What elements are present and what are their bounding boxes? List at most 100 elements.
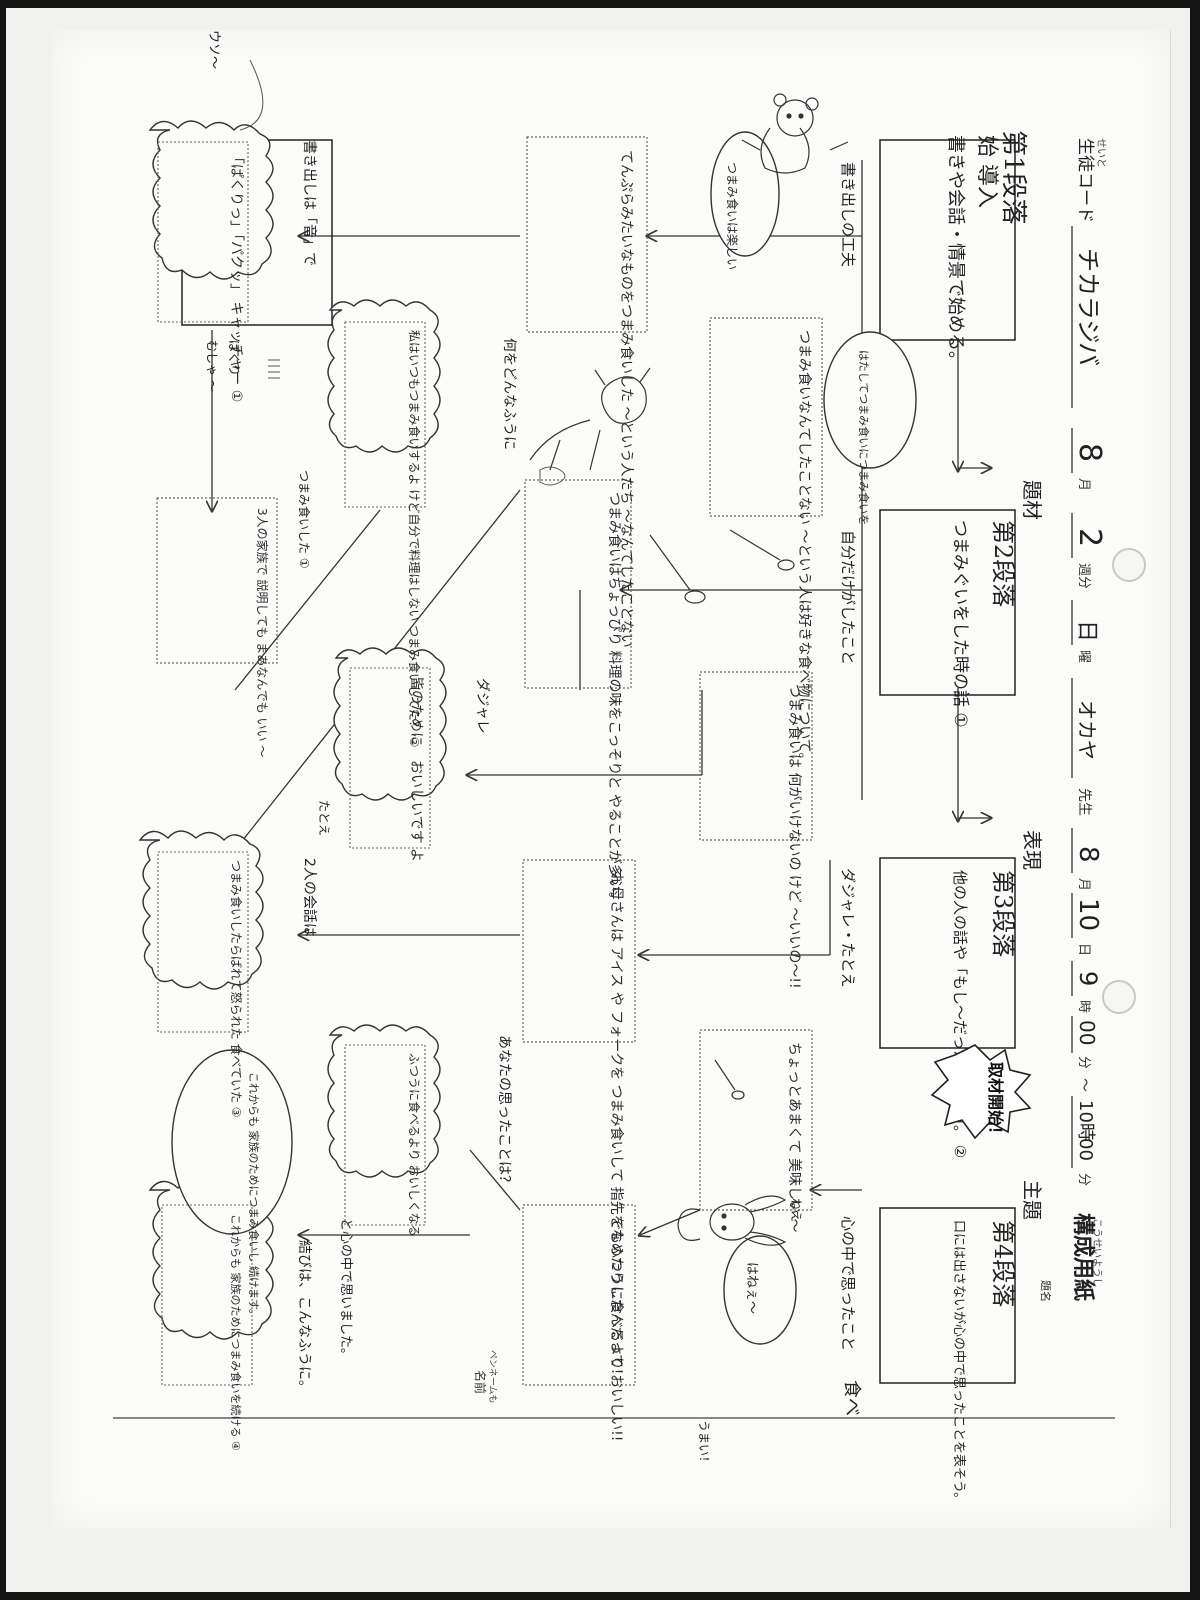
paper-title: 構成用紙 bbox=[1070, 1213, 1096, 1301]
cloud-1-text: 「ぱくりっ」「パクッ」 キャッチャー ① bbox=[228, 150, 244, 402]
cloud-5-text: ふつうに食べるより おいしくなる bbox=[407, 1053, 422, 1237]
branch-labels: 書き出しの工夫 自分だけがしたこと ダジャレ・たとえ 心の中で思ったこと bbox=[839, 162, 857, 1351]
week-value: 2 bbox=[1072, 528, 1107, 547]
teacher-value: オカヤ bbox=[1075, 700, 1099, 760]
cue-11: ぱくり bbox=[227, 340, 241, 376]
section-1: 第1段落 bbox=[181, 130, 1028, 326]
end-minute-label: 分 bbox=[1076, 1173, 1091, 1186]
section-4-text: 口には出さないが心の中で思ったことを表そう。 bbox=[951, 1220, 966, 1505]
month-value: 8 bbox=[1072, 443, 1107, 462]
cue-14: はたしてつまみ食いにつまみ食いを bbox=[857, 350, 871, 525]
cloud-4-text: つまみ食いしたらばれて怒られた 食べていた ③ bbox=[229, 860, 244, 1118]
week-label: 週分 bbox=[1076, 563, 1091, 589]
section-1-content: 始 導入 書きや会話・情景で始める。 bbox=[945, 135, 999, 369]
end-minute: 00 bbox=[1075, 1138, 1096, 1161]
branch-1: 書き出しの工夫 bbox=[839, 162, 857, 267]
section-2-tag: 題材 bbox=[1020, 480, 1044, 520]
start-hour: 9 bbox=[1074, 971, 1102, 986]
date-day-label: 日 bbox=[1076, 943, 1091, 956]
note-5: お母さんは アイス や フォークを つまみ食いして 指先をなめたりしたんだって！ bbox=[608, 872, 625, 1382]
cue-13: ウソ〜 bbox=[206, 30, 221, 69]
section-1-heading: 第1段落 bbox=[998, 130, 1028, 225]
spoon-sketch-icon bbox=[649, 529, 795, 1100]
torikumi-text: 取材開始！ bbox=[986, 1062, 1005, 1142]
section-3: 第3段落 表現 他の人の話や「もし〜だったら」も可。 ② bbox=[951, 830, 1044, 1158]
cue-6: 結びは、こんなふうに。 bbox=[296, 1240, 312, 1394]
bear-sketch-icon bbox=[741, 93, 849, 174]
speech-bubble-3 bbox=[723, 1235, 797, 1345]
torikumi-burst: 取材開始！ bbox=[930, 1044, 1032, 1142]
speech-bubble-1 bbox=[710, 131, 780, 257]
cue-17: うまい！ bbox=[697, 1420, 711, 1468]
name-label: 名前 bbox=[473, 1370, 488, 1394]
section-3-heading: 第3段落 bbox=[989, 870, 1017, 957]
worksheet-header: せいと 生徒コード チカラジバ 8 月 2 週分 日 曜 オカヤ 先生 8 月 … bbox=[1070, 138, 1107, 1301]
cue-3: 2人の会話は bbox=[301, 858, 318, 937]
branch-2: 自分だけがしたこと bbox=[839, 530, 857, 665]
cloud-8-text: つまみ食いは楽しい bbox=[725, 162, 740, 270]
section-2-box bbox=[879, 509, 1016, 696]
cloud-5 bbox=[327, 1024, 441, 1178]
section-4-box bbox=[879, 1207, 1016, 1384]
cue-12: むしゃ 〜 bbox=[205, 340, 219, 392]
scribble-marks bbox=[239, 59, 566, 486]
note-boxes bbox=[156, 136, 823, 1386]
section-2-heading: 第2段落 bbox=[989, 520, 1017, 607]
date-day: 10 bbox=[1073, 898, 1103, 931]
binder-hole bbox=[1112, 548, 1146, 582]
end-hour: 10時 bbox=[1075, 1100, 1096, 1141]
title-label: 題名 bbox=[1039, 1280, 1053, 1302]
date-month-label: 月 bbox=[1076, 878, 1091, 891]
branch-4: 心の中で思ったこと bbox=[839, 1216, 857, 1351]
cloud-1 bbox=[148, 120, 274, 280]
time-tilde: 〜 bbox=[1076, 1078, 1092, 1092]
paper-title-ruby: こうせいようし bbox=[1091, 1218, 1103, 1288]
note-2: つまみ食いなんてしたことない 〜という人は好きな食べ物について。 bbox=[796, 330, 813, 767]
seito-code-value: チカラジバ bbox=[1074, 248, 1102, 366]
start-minute: 00 bbox=[1075, 1020, 1099, 1045]
cloud-2-text: 私はいつもつまみ食いするよ けど自分で料理はしない つまみ食いしてた？ ② bbox=[407, 330, 422, 747]
clouds bbox=[138, 120, 917, 1345]
section-2-text: つまみぐいをした時の話 ① bbox=[950, 520, 970, 728]
note-7: でもふつうに食べるより おいしい!! bbox=[608, 1216, 625, 1441]
start-minute-label: 分 bbox=[1076, 1056, 1091, 1069]
section-3-box bbox=[879, 857, 1016, 1049]
cue-2: 何をどんなふうに bbox=[501, 338, 517, 450]
note-3: つまみ食いはちょっぴり 料理の味をこっそりと やることが多い。 bbox=[606, 492, 623, 906]
note-1: てんぷらみたいなものをつまみ食いした 〜という人たち 〜なんてしたことない bbox=[618, 150, 635, 648]
cue-7: ダジャレ bbox=[474, 678, 490, 734]
section-2: 第2段落 題材 つまみぐいをした時の話 ① bbox=[950, 480, 1044, 728]
cues: 書き出しは「音」で 何をどんなふうに 2人の会話は あなたの思ったことは？ と心… bbox=[205, 30, 862, 1468]
note-texts: てんぷらみたいなものをつまみ食いした 〜という人たち 〜なんてしたことない つま… bbox=[255, 150, 813, 1441]
cloud-3 bbox=[333, 647, 447, 801]
section-4: 第4段落 主題 口には出さないが心の中で思ったことを表そう。 bbox=[951, 1180, 1044, 1505]
cue-16: 食べ bbox=[841, 1380, 862, 1416]
cloud-7-text: これからも 家族のためにつまみ食いを続ける ④ bbox=[229, 1214, 243, 1451]
cue-10: つまみ食いした ① bbox=[297, 470, 312, 569]
name-ruby: ペンネームも bbox=[487, 1350, 498, 1404]
thought-bubble bbox=[171, 1049, 293, 1235]
cue-15: ねえ bbox=[789, 1198, 803, 1222]
binder-hole bbox=[1102, 980, 1136, 1014]
weekday-value: 日 bbox=[1074, 620, 1099, 642]
cloud-3-text: 皆のために おいしいです よ bbox=[408, 676, 424, 862]
section-4-heading: 第4段落 bbox=[989, 1220, 1017, 1307]
cue-4: あなたの思ったことは？ bbox=[496, 1035, 512, 1189]
section-1-box bbox=[879, 139, 1016, 341]
rabbit-sketch-icon bbox=[677, 1195, 787, 1246]
note-4: つまみ食いは 何がいけないの けど 〜いいの〜!! bbox=[786, 684, 803, 989]
section-3-tag: 表現 bbox=[1020, 830, 1044, 870]
seito-code-label: 生徒コード bbox=[1075, 138, 1095, 223]
cloud-4 bbox=[138, 830, 264, 990]
cloud-2 bbox=[327, 299, 441, 453]
dog-sketch-icon bbox=[529, 367, 651, 471]
note-6: ちょっとあまくて 美味しい 〜 bbox=[786, 1042, 802, 1232]
cloud-texts: 「ぱくりっ」「パクッ」 キャッチャー ① 私はいつもつまみ食いするよ けど自分で… bbox=[228, 150, 871, 1451]
section-1-text: 書きや会話・情景で始める。 bbox=[945, 135, 966, 369]
seito-ruby: せいと bbox=[1095, 138, 1107, 168]
cloud-frames bbox=[157, 141, 431, 1386]
cue-9: 3人の家族で 説明しても まあなんでも いい 〜 bbox=[255, 508, 270, 757]
cue-1: 書き出しは「音」で bbox=[301, 140, 318, 266]
date-month: 8 bbox=[1073, 846, 1103, 863]
